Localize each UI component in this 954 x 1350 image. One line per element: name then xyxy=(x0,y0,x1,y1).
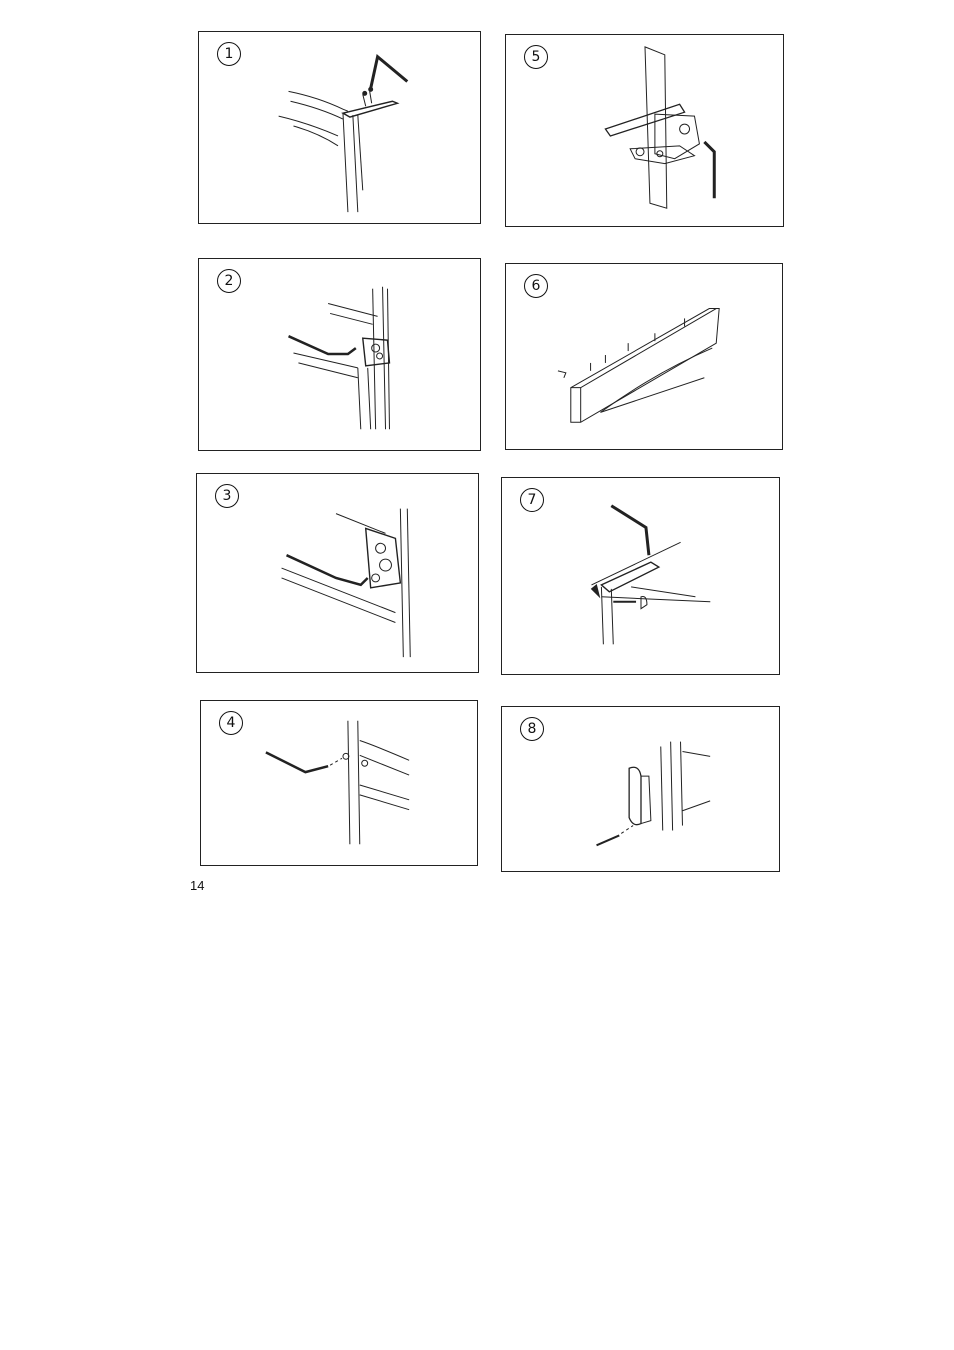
hinge-transfer-illustration xyxy=(502,478,779,674)
hinge-screw-removal-illustration xyxy=(199,32,480,223)
figure-panel-7: 7 xyxy=(501,477,780,675)
handle-mounting-illustration xyxy=(502,707,779,871)
page-number: 14 xyxy=(190,878,204,893)
figure-panel-2: 2 xyxy=(198,258,481,451)
hinge-adjust-illustration xyxy=(199,259,480,450)
door-top-cover-illustration xyxy=(506,264,782,449)
screw-insertion-illustration xyxy=(201,701,477,865)
lower-hinge-illustration xyxy=(197,474,478,672)
figure-panel-6: 6 xyxy=(505,263,783,450)
hinge-bracket-illustration xyxy=(506,35,783,226)
figure-panel-3: 3 xyxy=(196,473,479,673)
figure-panel-4: 4 xyxy=(200,700,478,866)
figure-panel-1: 1 xyxy=(198,31,481,224)
figure-panel-5: 5 xyxy=(505,34,784,227)
figure-panel-8: 8 xyxy=(501,706,780,872)
